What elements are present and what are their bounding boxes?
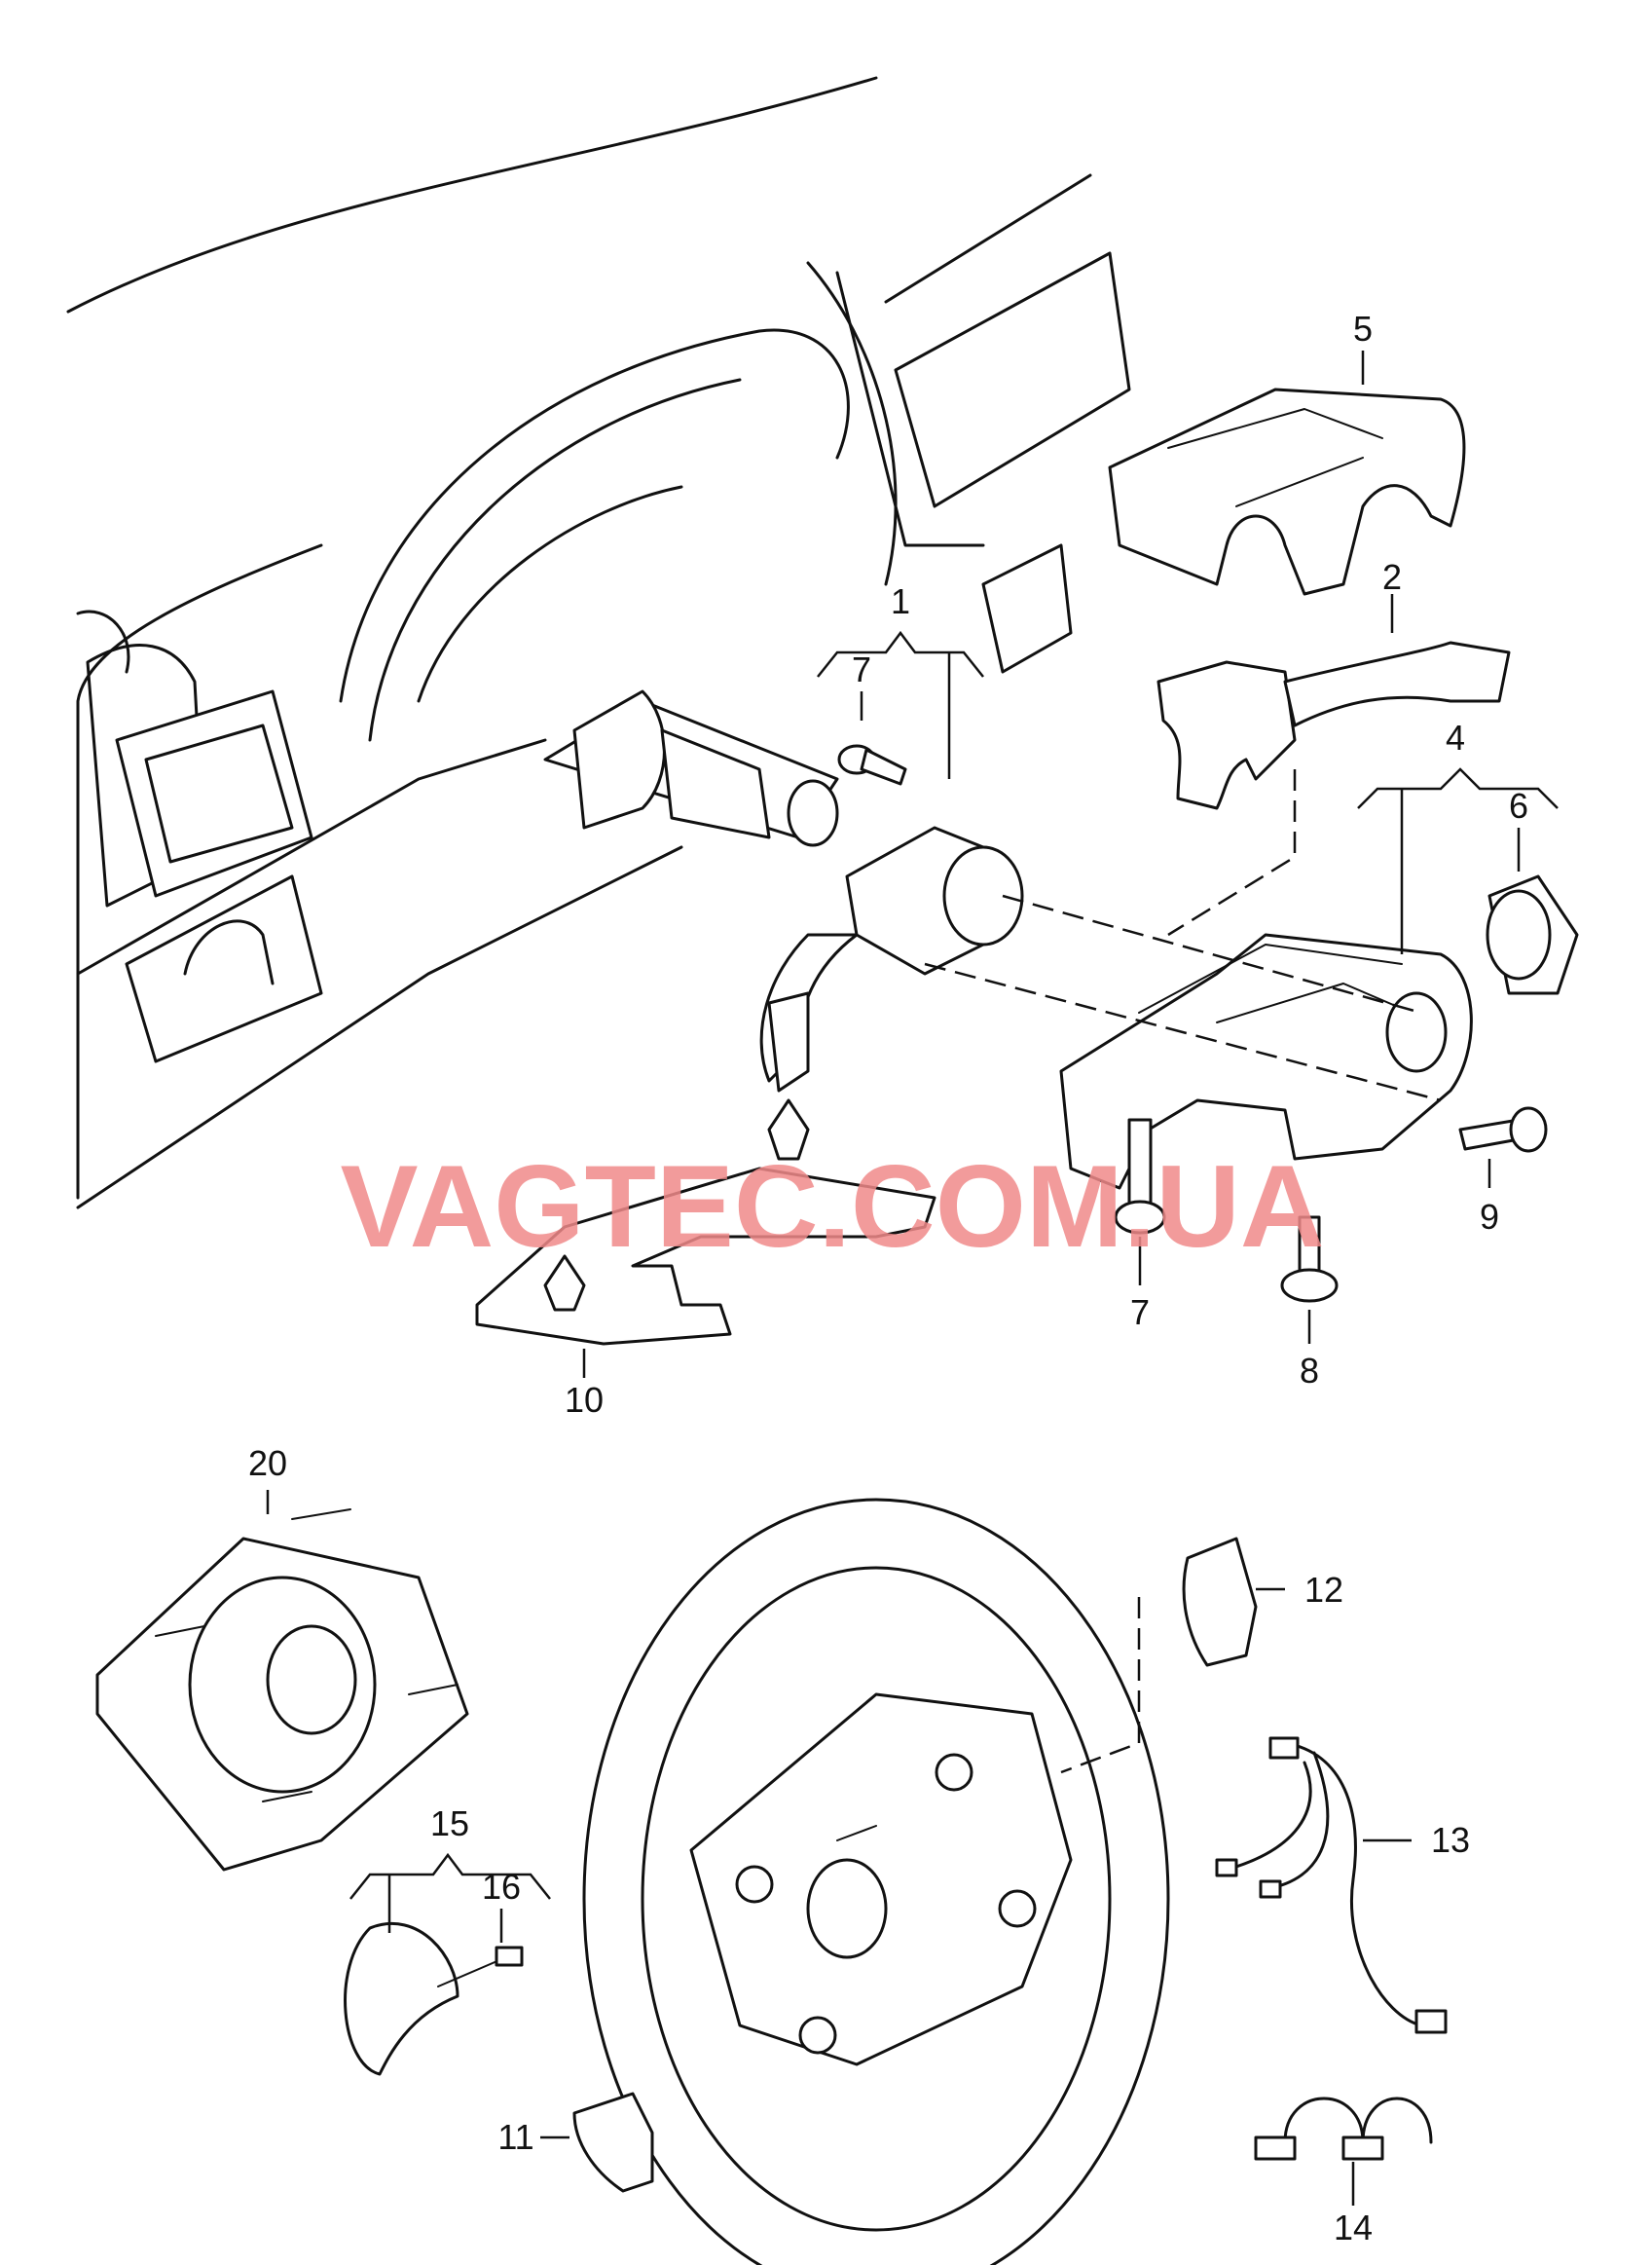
- mf-button-left: [572, 2092, 654, 2193]
- callouts: 1 2 4 5 6 7 7 8 9 10 11 12 13 14 15 16 2…: [248, 309, 1528, 2247]
- wiper-stalk-switch: [1156, 641, 1511, 810]
- turn-signal-stalk-switch: [759, 826, 1024, 1093]
- watermark-text: VAGTEC.COM.UA: [340, 1141, 1324, 1272]
- callout-20: 20: [248, 1443, 287, 1483]
- callout-4: 4: [1446, 718, 1465, 758]
- dashboard-outline: [66, 76, 1131, 1209]
- mf-button-right: [1182, 1537, 1258, 1667]
- clock-spring: [95, 1508, 469, 1872]
- callout-9: 9: [1480, 1197, 1499, 1237]
- steering-column-shaft: [543, 689, 839, 847]
- wiring-harness: [1215, 1736, 1448, 2034]
- callout-16: 16: [482, 1867, 521, 1907]
- screw-8: [1280, 1215, 1339, 1303]
- callout-12: 12: [1304, 1570, 1343, 1610]
- callout-7-top: 7: [852, 650, 871, 689]
- callout-11: 11: [497, 2117, 533, 2157]
- trim-ring: [1486, 874, 1579, 995]
- assembly-guides: [924, 769, 1442, 1774]
- callout-15: 15: [430, 1803, 469, 1843]
- upper-trim-cover: [1108, 388, 1466, 596]
- callout-7-bottom: 7: [1130, 1292, 1150, 1332]
- callout-13: 13: [1431, 1820, 1470, 1860]
- callout-1: 1: [891, 581, 910, 621]
- adapter-harness: [1254, 2097, 1433, 2161]
- callout-2: 2: [1382, 557, 1402, 597]
- callout-6: 6: [1509, 786, 1528, 826]
- mounting-bracket: [475, 1098, 936, 1346]
- callout-10: 10: [565, 1380, 604, 1420]
- horn-pad: [344, 1921, 524, 2076]
- screw-7-top: [837, 744, 907, 786]
- callout-14: 14: [1334, 2208, 1373, 2247]
- callout-8: 8: [1300, 1351, 1319, 1391]
- screw-9: [1458, 1106, 1548, 1153]
- leader-lines: [266, 351, 1559, 2206]
- screw-7-bottom: [1114, 1118, 1166, 1235]
- steering-wheel: [582, 1498, 1170, 2265]
- callout-5: 5: [1353, 309, 1373, 349]
